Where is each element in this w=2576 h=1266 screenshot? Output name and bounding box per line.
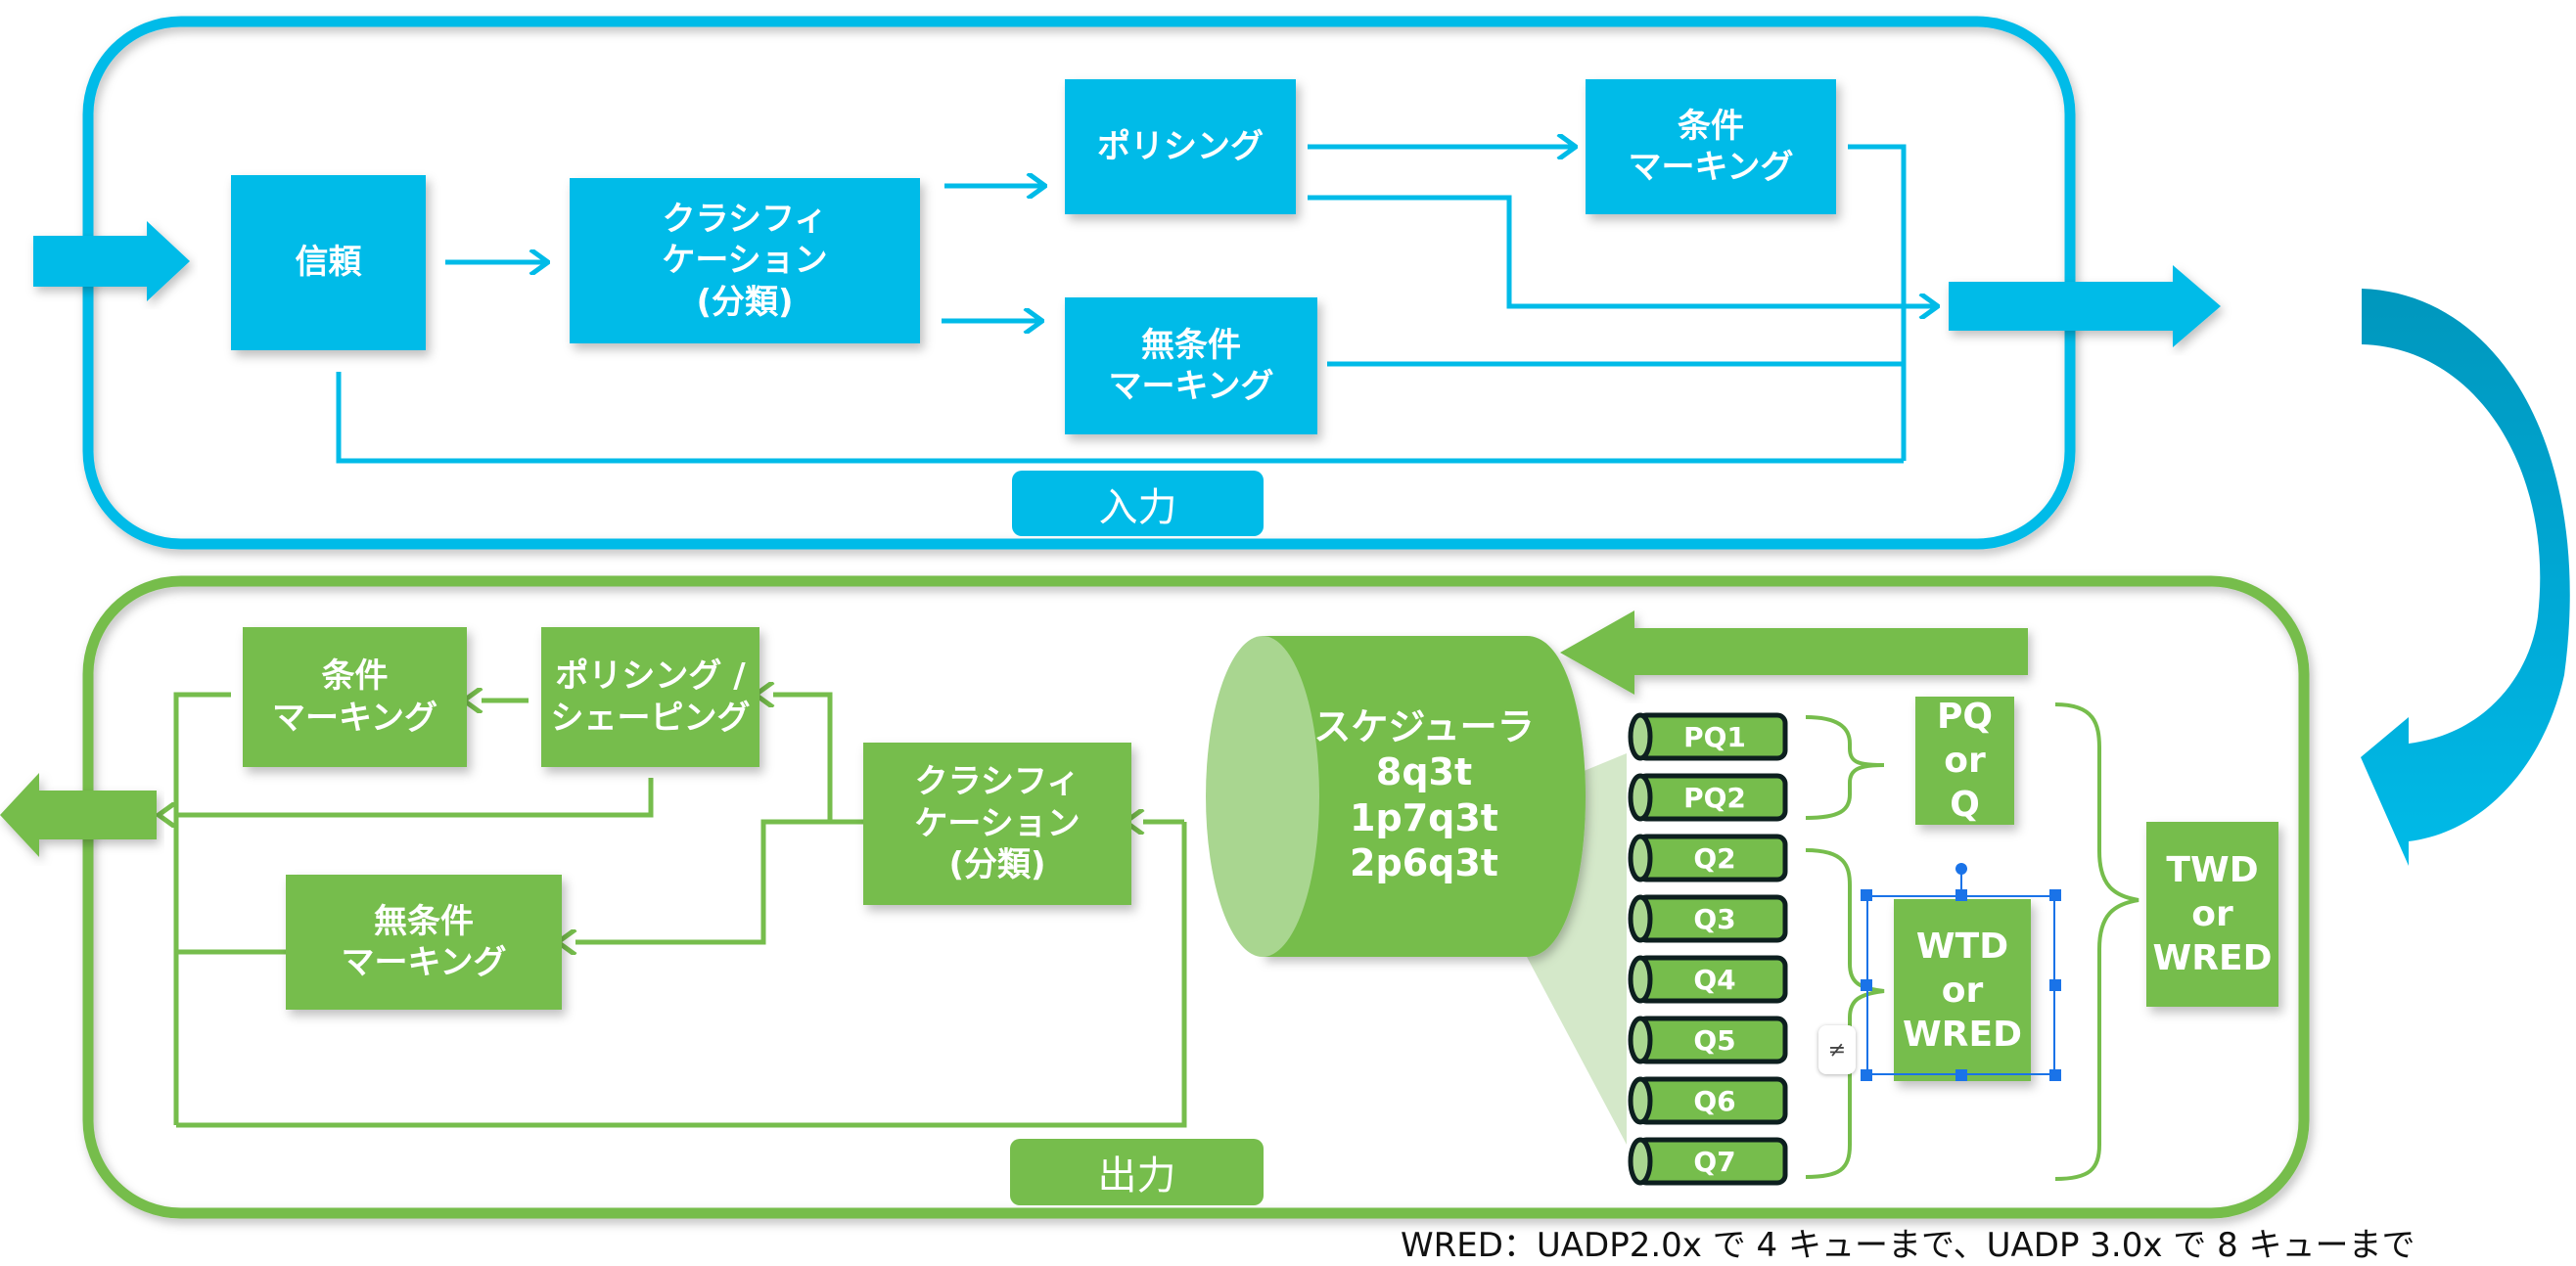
wtd-or-wred-label: WTD or WRED: [1903, 926, 2022, 1055]
queue-label: Q7: [1693, 1145, 1736, 1178]
resize-handle-s[interactable]: [1955, 1069, 1967, 1081]
queue-label: Q6: [1693, 1084, 1736, 1117]
queue-cylinder-icon: [1628, 834, 1788, 882]
queue-cylinder-icon: [1628, 712, 1788, 761]
input-exit-arrow: [1949, 265, 2221, 347]
queue-label: PQ1: [1683, 720, 1746, 753]
queue-cylinder-icon: [1628, 1076, 1788, 1125]
input-conditional-marking-label: 条件 マーキング: [1628, 106, 1794, 188]
queue-cylinder-icon: [1628, 1016, 1788, 1064]
text-wrap-icon: ≠: [1827, 1037, 1847, 1063]
output-policing-shaping-label: ポリシング / シェーピング: [550, 656, 751, 738]
queue-pq1[interactable]: PQ1: [1627, 712, 1789, 761]
output-exit-arrow: [0, 773, 157, 857]
resize-handle-nw[interactable]: [1861, 889, 1872, 901]
queue-q4[interactable]: Q4: [1627, 955, 1789, 1004]
connector-left-collector: [173, 692, 231, 1125]
transition-curve-arrow: [2361, 289, 2570, 866]
connector-policing-to-output: [176, 778, 654, 815]
output-classification-box[interactable]: クラシフィ ケーション (分類): [863, 743, 1131, 905]
resize-handle-ne[interactable]: [2049, 889, 2061, 901]
scheduler-entry-arrow: [1560, 610, 2028, 695]
q-group-brace: [1805, 848, 1885, 1179]
queue-label: Q4: [1693, 963, 1736, 996]
pq-group-brace: [1805, 715, 1885, 820]
rotate-handle-stem: [1960, 871, 1962, 896]
queue-label: Q5: [1693, 1023, 1736, 1057]
connector-conditional-to-collector: [1848, 144, 1907, 461]
queue-label: Q2: [1693, 841, 1736, 875]
queue-cylinder-icon: [1628, 955, 1788, 1004]
output-unconditional-marking-label: 無条件 マーキング: [341, 901, 507, 983]
input-classification-label: クラシフィ ケーション (分類): [662, 199, 828, 322]
queue-q3[interactable]: Q3: [1627, 894, 1789, 943]
resize-handle-se[interactable]: [2049, 1069, 2061, 1081]
queue-label: Q3: [1693, 902, 1736, 935]
input-unconditional-marking-label: 無条件 マーキング: [1108, 325, 1274, 407]
rotate-handle[interactable]: [1955, 863, 1967, 875]
connector-classification-to-unconditional: [575, 819, 830, 942]
twd-or-wred-label: TWD or WRED: [2152, 850, 2273, 978]
connector-scheduler-to-classification: [176, 822, 1187, 1128]
queue-cylinder-icon: [1628, 773, 1788, 822]
resize-handle-sw[interactable]: [1861, 1069, 1872, 1081]
input-classification-box[interactable]: クラシフィ ケーション (分類): [570, 178, 920, 343]
input-section-label-text: 入力: [1098, 484, 1177, 530]
resize-handle-n[interactable]: [1955, 889, 1967, 901]
queue-q2[interactable]: Q2: [1627, 834, 1789, 882]
output-conditional-marking-box[interactable]: 条件 マーキング: [243, 627, 467, 767]
resize-handle-e[interactable]: [2049, 979, 2061, 991]
input-conditional-marking-box[interactable]: 条件 マーキング: [1586, 79, 1836, 214]
text-wrap-button[interactable]: ≠: [1818, 1025, 1856, 1074]
queue-cylinder-icon: [1628, 1137, 1788, 1186]
input-trust-box[interactable]: 信頼: [231, 175, 426, 350]
output-section-frame: [82, 575, 2310, 1219]
input-policing-label: ポリシング: [1097, 126, 1264, 166]
input-section-label: 入力: [1012, 471, 1264, 536]
queue-cylinder-icon: [1628, 894, 1788, 943]
pq-or-q-label: PQ or Q: [1937, 697, 1993, 825]
input-entry-arrow: [33, 221, 190, 301]
all-queues-brace: [2054, 702, 2139, 1181]
output-section-label-text: 出力: [1097, 1153, 1176, 1198]
queue-pq2[interactable]: PQ2: [1627, 773, 1789, 822]
queue-q6[interactable]: Q6: [1627, 1076, 1789, 1125]
input-policing-box[interactable]: ポリシング: [1065, 79, 1296, 214]
selection-frame[interactable]: [1866, 895, 2055, 1075]
output-section-label: 出力: [1010, 1139, 1264, 1205]
queue-label: PQ2: [1683, 781, 1746, 814]
input-unconditional-marking-box[interactable]: 無条件 マーキング: [1065, 297, 1317, 434]
input-trust-label: 信頼: [295, 243, 362, 283]
connector-trust-bypass: [336, 372, 1904, 464]
pq-or-q-box[interactable]: PQ or Q: [1915, 697, 2014, 825]
resize-handle-w[interactable]: [1861, 979, 1872, 991]
output-policing-shaping-box[interactable]: ポリシング / シェーピング: [541, 627, 759, 767]
connector-classification-to-policing: [773, 695, 863, 825]
output-classification-label: クラシフィ ケーション (分類): [914, 762, 1081, 885]
output-unconditional-marking-box[interactable]: 無条件 マーキング: [286, 875, 562, 1010]
connector-policing-to-output: [1308, 195, 1938, 306]
queue-q7[interactable]: Q7: [1627, 1137, 1789, 1186]
queue-q5[interactable]: Q5: [1627, 1016, 1789, 1064]
scheduler-cylinder: [1206, 636, 1586, 957]
output-conditional-marking-label: 条件 マーキング: [272, 656, 437, 738]
scheduler-label: スケジューラ 8q3t 1p7q3t 2p6q3t: [1313, 705, 1535, 885]
wtd-or-wred-box[interactable]: WTD or WRED: [1894, 899, 2031, 1081]
twd-or-wred-box[interactable]: TWD or WRED: [2146, 822, 2278, 1007]
footer-note: WRED：UADP2.0x で 4 キューまで、UADP 3.0x で 8 キュ…: [1401, 1226, 2415, 1265]
